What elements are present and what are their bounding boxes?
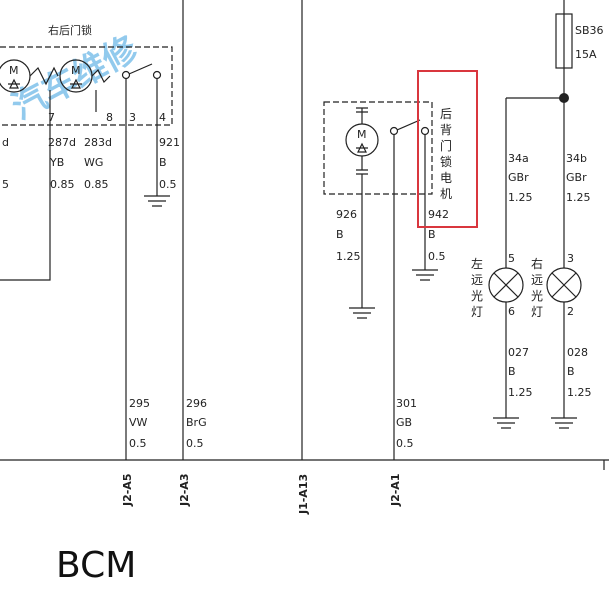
wire-34b-id: 34b: [566, 152, 587, 165]
right-high-beam-lamp: [546, 267, 582, 303]
wire-027-size: 1.25: [508, 386, 533, 399]
left-motor-symbol-2: M: [59, 59, 111, 93]
wire-296-color: BrG: [186, 416, 207, 429]
svg-text:锁: 锁: [440, 154, 452, 169]
wire-301-id: 301: [396, 397, 417, 410]
lamp-left-label: 左 远 光 灯: [471, 256, 483, 319]
wire-partial-size: 5: [2, 178, 9, 191]
tailgate-motor-symbol: M: [345, 107, 379, 175]
svg-text:后: 后: [440, 107, 452, 121]
wire-34a-id: 34a: [508, 152, 529, 165]
svg-text:左: 左: [471, 256, 483, 271]
wire-295-size: 0.5: [129, 437, 147, 450]
svg-text:门: 门: [440, 138, 452, 153]
fuse-rating: 15A: [575, 48, 597, 61]
wire-287d-id: 287d: [48, 136, 76, 149]
wire-34a-color: GBr: [508, 171, 529, 184]
wire-301-size: 0.5: [396, 437, 414, 450]
bcm-pin-j1-a13: J1-A13: [297, 474, 310, 515]
tailgate-motor-box: [323, 101, 433, 195]
wire-295-color: VW: [129, 416, 148, 429]
svg-text:远: 远: [471, 273, 483, 287]
left-high-beam-lamp: [488, 267, 524, 303]
left-motor-symbol-1: M: [0, 59, 59, 93]
wire-921-color: B: [159, 156, 167, 169]
wire-34b-size: 1.25: [566, 191, 591, 204]
wire-296-size: 0.5: [186, 437, 204, 450]
wire-942-color: B: [428, 228, 436, 241]
svg-text:灯: 灯: [531, 305, 543, 319]
wire-028-id: 028: [567, 346, 588, 359]
tailgate-motor-label: 后 背 门 锁 电 机: [440, 107, 452, 201]
wire-34b-color: GBr: [566, 171, 587, 184]
wire-283d-id: 283d: [84, 136, 112, 149]
wire-283d-color: WG: [84, 156, 103, 169]
svg-text:光: 光: [531, 289, 543, 303]
pin-4: 4: [159, 111, 166, 124]
svg-text:光: 光: [471, 289, 483, 303]
wire-287d-loop: [0, 90, 51, 281]
wire-287d-color: YB: [49, 156, 64, 169]
pin-7: 7: [48, 111, 55, 124]
lamp-left-pin-top: 5: [508, 252, 515, 265]
svg-text:机: 机: [440, 187, 452, 201]
wire-027-color: B: [508, 365, 516, 378]
wire-926-size: 1.25: [336, 250, 361, 263]
wire-296-id: 296: [186, 397, 207, 410]
bcm-pin-j2-a5: J2-A5: [121, 474, 134, 507]
ground-921: [144, 195, 170, 207]
header-label: 右后门锁: [48, 23, 92, 37]
wire-926-color: B: [336, 228, 344, 241]
wire-283d-size: 0.85: [84, 178, 109, 191]
bcm-label: BCM: [56, 545, 136, 586]
ground-926: [349, 307, 375, 319]
wire-921-id: 921: [159, 136, 180, 149]
lamp-left-pin-bottom: 6: [508, 305, 515, 318]
wire-287d-size: 0.85: [50, 178, 75, 191]
wire-027-id: 027: [508, 346, 529, 359]
wire-028-size: 1.25: [567, 386, 592, 399]
lamp-right-pin-bottom: 2: [567, 305, 574, 318]
svg-text:M: M: [71, 64, 81, 77]
ground-942: [412, 269, 438, 281]
wire-942-size: 0.5: [428, 250, 446, 263]
svg-text:远: 远: [531, 273, 543, 287]
svg-text:M: M: [357, 128, 367, 141]
wire-301-color: GB: [396, 416, 412, 429]
svg-text:右: 右: [531, 256, 543, 271]
wire-926-id: 926: [336, 208, 357, 221]
bcm-pin-j2-a3: J2-A3: [178, 474, 191, 507]
wire-028-color: B: [567, 365, 575, 378]
wire-34a-size: 1.25: [508, 191, 533, 204]
lamp-right-pin-top: 3: [567, 252, 574, 265]
wire-295-id: 295: [129, 397, 150, 410]
tailgate-switch: [389, 119, 430, 136]
svg-text:电: 电: [440, 171, 452, 185]
wire-942-id: 942: [428, 208, 449, 221]
bcm-pin-j2-a1: J2-A1: [389, 474, 402, 507]
wire-partial-id: d: [2, 136, 9, 149]
ground-028: [551, 417, 577, 429]
svg-text:M: M: [9, 64, 19, 77]
left-module-box: [0, 46, 173, 126]
wire-921-size: 0.5: [159, 178, 177, 191]
pin-8: 8: [106, 111, 113, 124]
svg-text:灯: 灯: [471, 305, 483, 319]
svg-text:背: 背: [440, 123, 452, 137]
lamp-right-label: 右 远 光 灯: [531, 256, 543, 319]
ground-027: [493, 417, 519, 429]
fuse-name: SB36: [575, 24, 604, 37]
highlight-box: [417, 70, 478, 228]
pin-3: 3: [129, 111, 136, 124]
